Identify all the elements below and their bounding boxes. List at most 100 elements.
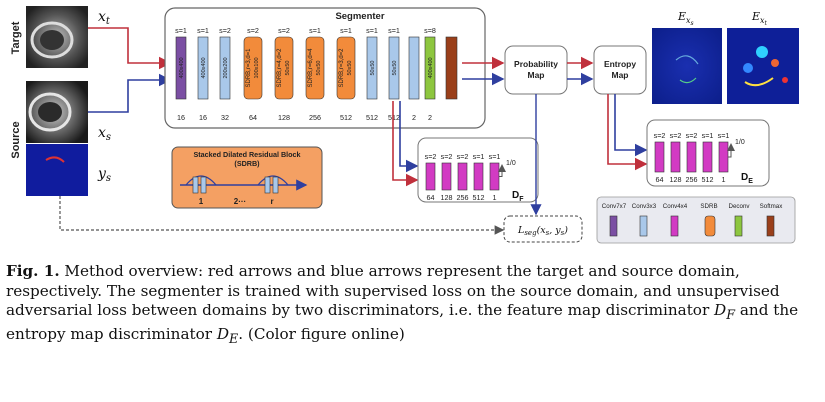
legend-label-sdrb: SDRB <box>700 203 717 210</box>
segmenter-dim-label: 400x400 <box>428 57 434 78</box>
segmenter-channel-label: 2 <box>428 113 432 122</box>
segmenter-dim-label: 400x400 <box>201 57 207 78</box>
legend-label-conv7: Conv7x7 <box>602 203 627 210</box>
caption-de-sub: E <box>229 330 239 346</box>
discriminator-df-layer <box>441 162 452 191</box>
arrow-source-to-segmenter <box>88 73 172 113</box>
segmenter-channel-label: 32 <box>221 113 229 122</box>
segmenter-channel-label: 16 <box>177 113 185 122</box>
segmenter-channel-label: 16 <box>199 113 207 122</box>
segmenter-layer-conv3 <box>408 36 420 100</box>
segmenter-channel-label: 64 <box>249 113 257 122</box>
source-image <box>26 81 88 143</box>
segmenter-dim-label: 100x100 <box>254 57 260 78</box>
legend-label-softmax: Softmax <box>760 203 784 210</box>
discriminator-df-stride-label: s=1 <box>473 152 485 161</box>
discriminator-df-channel-label: 64 <box>427 193 435 202</box>
segmenter-dim-label: 50x50 <box>392 61 398 76</box>
entropy-label-target: Ext <box>751 10 768 27</box>
discriminator-df-layer <box>457 162 468 191</box>
discriminator-de-layer <box>670 141 681 173</box>
caption-df-sub: F <box>726 307 736 323</box>
legend-swatch-conv3 <box>639 215 648 237</box>
segmenter-dim-label: 50x50 <box>316 61 322 76</box>
discriminator-df-channel-label: 1 <box>493 193 497 202</box>
discriminator-de-stride-label: s=2 <box>654 131 666 140</box>
entropy-image-target <box>727 28 799 104</box>
segmenter-sdrb-label: SDRB,r=3,d=2 <box>339 48 345 88</box>
input-x-t: xt <box>98 9 111 27</box>
caption-de: D <box>216 324 230 343</box>
figure-caption: Fig. 1. Method overview: red arrows and … <box>6 262 811 348</box>
sdrb-box-title: Stacked Dilated Residual Block <box>193 150 300 159</box>
segmenter-layer-conv7 <box>175 36 187 100</box>
input-y-s: ys <box>97 166 111 184</box>
legend-label-conv3: Conv3x3 <box>632 203 657 210</box>
segmenter-sdrb-label: SDRB,r=4,d=2 <box>277 48 283 88</box>
sdrb-box-label-2: 2··· <box>234 197 246 206</box>
caption-end: . (Color figure online) <box>238 324 405 343</box>
segmenter-title: Segmenter <box>335 11 384 22</box>
segmenter-layer-conv3 <box>197 36 209 100</box>
discriminator-df-stride-label: s=1 <box>489 152 501 161</box>
segmenter-channel-label: 128 <box>278 113 290 122</box>
discriminator-de-output-arrow <box>727 143 735 158</box>
arrow-entropy-to-de-red <box>607 94 648 171</box>
arrow-target-to-segmenter <box>88 27 172 70</box>
caption-mid: and the entropy map discriminator <box>6 301 799 343</box>
sdrb-box <box>171 146 323 209</box>
arrow-ys-to-loss <box>59 196 505 235</box>
legend-swatch-deconv <box>734 215 743 237</box>
segmenter-stride-label: s=2 <box>219 26 231 35</box>
discriminator-df-layer <box>489 162 500 191</box>
segmenter-layer-conv3 <box>219 36 231 100</box>
discriminator-de-channel-label: 512 <box>702 175 714 184</box>
entropy-image-source <box>652 28 722 104</box>
arrow-seg-to-df-red <box>392 101 419 187</box>
source-label-image <box>26 144 88 196</box>
segmenter-channel-label: 512 <box>388 113 400 122</box>
arrow-seg-to-df-blue <box>399 101 419 173</box>
discriminator-df-channel-label: 512 <box>473 193 485 202</box>
segmenter-sdrb-label: SDRB,r=3,d=1 <box>246 48 252 88</box>
discriminator-de-stride-label: s=1 <box>718 131 730 140</box>
legend-swatch-conv7 <box>609 215 618 237</box>
discriminator-de-channel-label: 128 <box>670 175 682 184</box>
arrow-entropy-to-de-blue <box>614 94 648 157</box>
segmenter-layer-sdrb <box>336 36 356 100</box>
discriminator-df-stride-label: s=2 <box>457 152 469 161</box>
segmenter-layers: s=116400x400s=116400x400s=232200x200s=26… <box>175 26 458 122</box>
segmenter-stride-label: s=1 <box>388 26 400 35</box>
segmenter-dim-label: 200x200 <box>223 57 229 78</box>
discriminator-df-stride-label: s=2 <box>441 152 453 161</box>
sdrb-box-label-r: r <box>270 197 273 206</box>
legend-swatch-sdrb <box>704 215 716 237</box>
segmenter-stride-label: s=1 <box>366 26 378 35</box>
caption-text: Method overview: red arrows and blue arr… <box>6 262 780 320</box>
discriminator-df-stride-label: s=2 <box>425 152 437 161</box>
segmenter-layer-sdrb <box>305 36 325 100</box>
entropy-label-source: Exs <box>677 10 694 27</box>
segmenter-layer-conv3 <box>366 36 378 100</box>
discriminator-de-output-label: 1/0 <box>735 139 745 146</box>
input-x-s: xs <box>98 125 111 143</box>
discriminator-df-channel-label: 128 <box>441 193 453 202</box>
legend-swatch-conv4 <box>670 215 679 237</box>
legend-label-conv4: Conv4x4 <box>663 203 688 210</box>
discriminator-df-layer <box>473 162 484 191</box>
segmenter-layer-conv3 <box>388 36 400 100</box>
row-label-source: Source <box>10 121 22 158</box>
discriminator-df-channel-label: 256 <box>457 193 469 202</box>
entropy-map-box <box>593 45 647 95</box>
target-image <box>26 6 88 68</box>
sdrb-box-label-1: 1 <box>199 197 204 206</box>
discriminator-df-output-arrow <box>498 164 506 177</box>
segmenter-layer-softmax <box>445 36 458 100</box>
discriminator-de-layer <box>686 141 697 173</box>
segmenter-dim-label: 50x50 <box>285 61 291 76</box>
segmenter-dim-label: 400x400 <box>179 57 185 78</box>
